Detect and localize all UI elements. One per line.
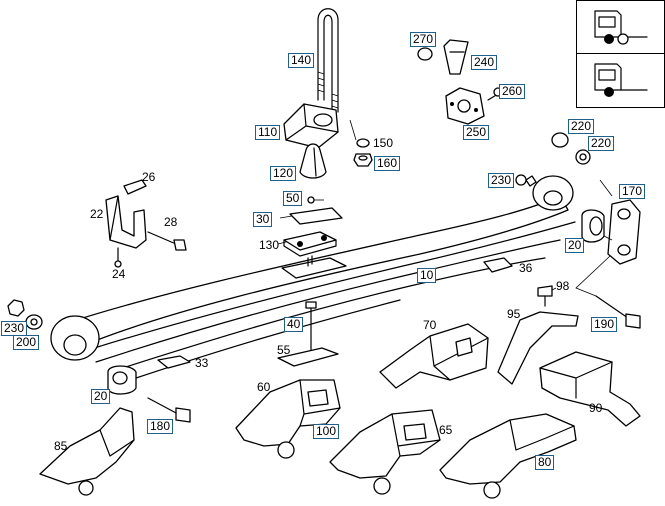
callout-24[interactable]: 24 [112, 267, 126, 281]
callout-85[interactable]: 85 [54, 439, 68, 453]
callout-190[interactable]: 190 [591, 317, 618, 332]
callout-270[interactable]: 270 [410, 32, 437, 47]
shackle-assembly [515, 132, 641, 329]
callout-120[interactable]: 120 [270, 166, 297, 181]
callout-140[interactable]: 140 [288, 53, 315, 68]
front-eye-hardware [7, 299, 191, 423]
view-selector-panel [576, 0, 665, 108]
callout-20-right[interactable]: 20 [565, 238, 585, 253]
callout-55[interactable]: 55 [277, 343, 291, 357]
u-bolt [317, 8, 339, 113]
spring-mounting-brackets [39, 311, 641, 499]
callout-10[interactable]: 10 [417, 268, 437, 283]
callout-80[interactable]: 80 [535, 455, 555, 470]
callout-230-right[interactable]: 230 [488, 173, 515, 188]
callout-180[interactable]: 180 [147, 419, 174, 434]
spring-clamp-plate [283, 103, 339, 149]
bump-stop [299, 143, 327, 179]
insert-pad [483, 257, 513, 273]
callout-60[interactable]: 60 [257, 380, 271, 394]
callout-98[interactable]: 98 [556, 279, 570, 293]
callout-65[interactable]: 65 [439, 423, 453, 437]
center-bolt [157, 301, 339, 369]
truck-rear-axle-view-button[interactable] [577, 1, 664, 53]
leader-lines [277, 119, 611, 297]
callout-95[interactable]: 95 [507, 307, 521, 321]
callout-33[interactable]: 33 [195, 356, 209, 370]
callout-90[interactable]: 90 [589, 401, 603, 415]
truck-front-axle-view-button[interactable] [577, 54, 664, 106]
callout-20-left[interactable]: 20 [91, 389, 111, 404]
callout-22[interactable]: 22 [90, 207, 104, 221]
callout-260[interactable]: 260 [499, 84, 526, 99]
callout-220-upper[interactable]: 220 [568, 119, 595, 134]
callout-230-left[interactable]: 230 [1, 321, 28, 336]
small-bolt [537, 285, 553, 307]
callout-36[interactable]: 36 [519, 261, 533, 275]
callout-40[interactable]: 40 [284, 317, 304, 332]
nut-and-washer [353, 138, 373, 167]
callout-70[interactable]: 70 [423, 318, 437, 332]
view-panel-divider [577, 53, 664, 54]
callout-250[interactable]: 250 [463, 125, 490, 140]
truck-front-axle-view-icon [594, 63, 648, 97]
callout-160[interactable]: 160 [374, 156, 401, 171]
callout-50[interactable]: 50 [283, 191, 303, 206]
spring-hanger-bracket [105, 179, 187, 268]
callout-240[interactable]: 240 [471, 55, 498, 70]
callout-130[interactable]: 130 [259, 238, 280, 252]
callout-150[interactable]: 150 [373, 136, 394, 150]
callout-170[interactable]: 170 [619, 184, 646, 199]
rubber-buffer-assembly [417, 39, 503, 125]
spacer-plate [289, 196, 343, 225]
callout-100[interactable]: 100 [313, 424, 340, 439]
callout-110[interactable]: 110 [255, 125, 281, 140]
spring-pad [281, 231, 347, 279]
callout-26[interactable]: 26 [142, 170, 156, 184]
callout-28[interactable]: 28 [164, 215, 178, 229]
callout-220-lower[interactable]: 220 [588, 136, 615, 151]
truck-rear-axle-view-icon [594, 10, 648, 45]
callout-30[interactable]: 30 [253, 212, 273, 227]
callout-200[interactable]: 200 [13, 335, 40, 350]
